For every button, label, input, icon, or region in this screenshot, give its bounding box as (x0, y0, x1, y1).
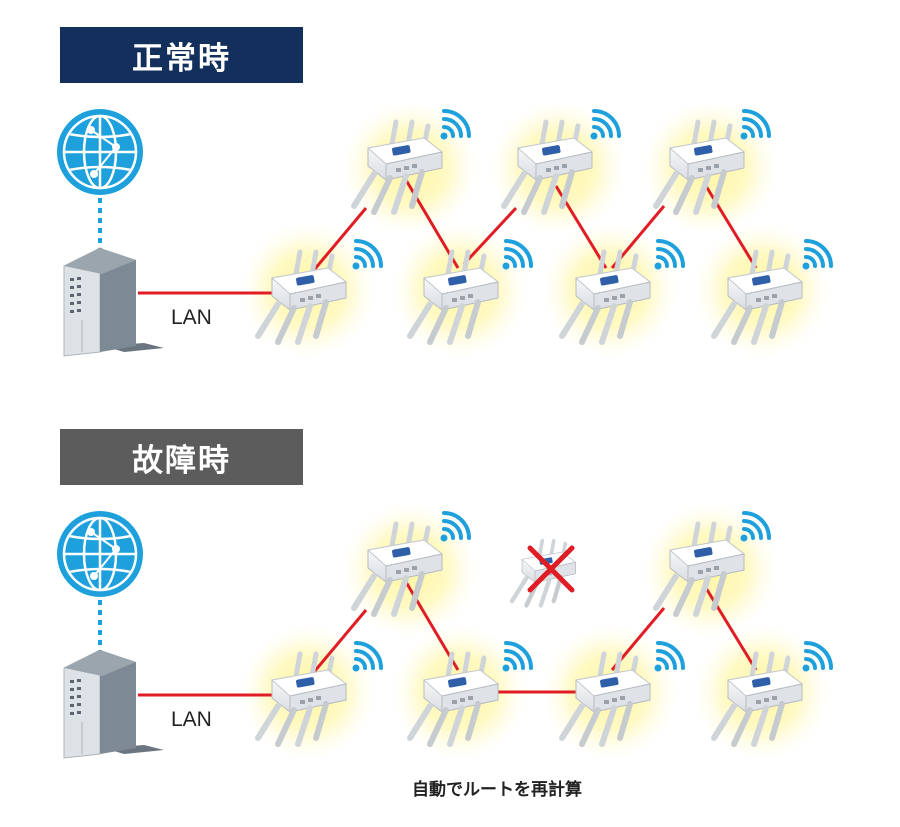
mesh-link (312, 609, 368, 673)
mesh-link (462, 206, 518, 266)
title-failure: 故障時 (60, 429, 303, 485)
lan-label-fault: LAN (171, 708, 212, 731)
mesh-link (312, 207, 368, 271)
normal-section (55, 100, 833, 358)
globe-icon (55, 107, 145, 197)
router-icon (63, 649, 165, 759)
fault-section (55, 502, 833, 760)
reroute-caption: 自動でルートを再計算 (412, 780, 582, 800)
title-normal-operation: 正常時 (60, 27, 303, 83)
lan-label-normal: LAN (171, 306, 212, 329)
globe-icon (55, 509, 145, 599)
failure-x-icon (527, 545, 575, 593)
router-icon (63, 247, 165, 357)
